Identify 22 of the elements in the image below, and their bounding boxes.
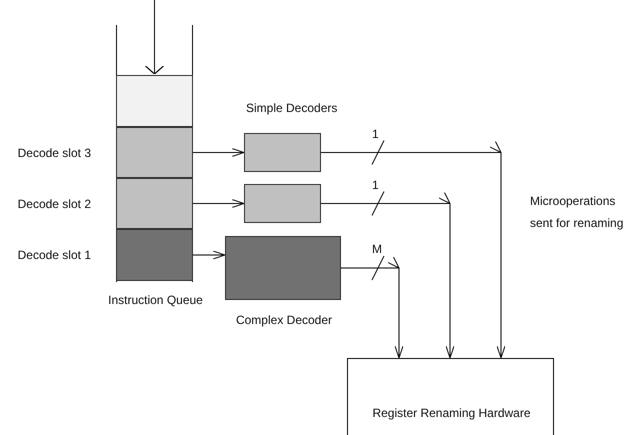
node-label: Register Renaming Hardware <box>371 405 532 422</box>
arrow <box>144 0 164 75</box>
arrow <box>320 142 505 358</box>
decoder-box <box>244 184 321 223</box>
slot-label: Decode slot 1 <box>18 248 91 262</box>
edge-label: 1 <box>372 178 379 192</box>
arrow <box>340 257 403 358</box>
arrow <box>192 199 244 208</box>
arrow <box>192 148 244 157</box>
slot-label: Decode slot 2 <box>18 196 91 210</box>
node-label: Instruction Queue <box>107 292 204 309</box>
arrow <box>192 250 226 260</box>
annotation-label: Microoperations sent for renaming <box>530 193 624 232</box>
decoder-box <box>244 133 321 172</box>
arrow <box>320 192 454 358</box>
queue-slot <box>116 75 193 127</box>
hardware-box <box>347 358 554 435</box>
annotation-label: Simple Decoders <box>246 101 338 115</box>
slot-label: Decode slot 3 <box>18 146 91 160</box>
node-label: Complex Decoder <box>234 312 334 329</box>
edge-label: 1 <box>372 126 379 140</box>
edge-label: M <box>372 242 382 256</box>
